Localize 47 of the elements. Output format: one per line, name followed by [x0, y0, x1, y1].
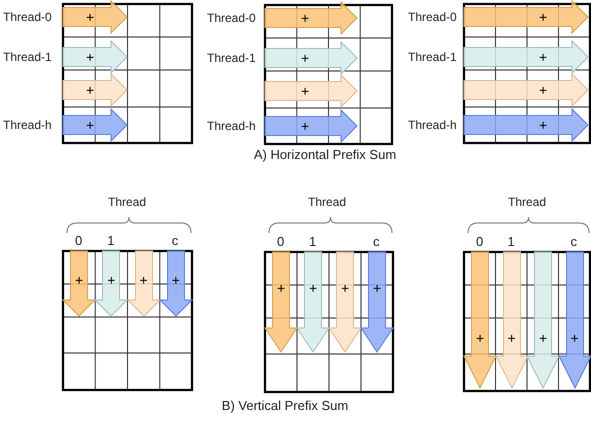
plus-sign: + [277, 281, 286, 295]
plus-sign: + [570, 331, 579, 345]
thread-label: 0 [277, 235, 284, 248]
thread-label: Thread-1 [207, 52, 256, 64]
group-label: Thread [508, 196, 546, 208]
plus-sign: + [301, 11, 310, 25]
plus-sign: + [373, 281, 382, 295]
plus-sign: + [107, 273, 116, 287]
plus-sign: + [539, 118, 548, 132]
thread-label: Thread-0 [207, 12, 256, 24]
caption: A) Horizontal Prefix Sum [254, 148, 396, 161]
thread-label: Thread-h [207, 120, 256, 132]
thread-label: c [570, 235, 577, 248]
caption: B) Vertical Prefix Sum [222, 399, 348, 412]
plus-sign: + [508, 331, 516, 345]
plus-sign: + [86, 118, 94, 132]
plus-sign: + [309, 281, 318, 295]
plus-sign: + [476, 331, 484, 345]
thread-label: 1 [508, 235, 515, 248]
thread-label: Thread-0 [408, 11, 457, 23]
thread-label: 0 [476, 235, 484, 248]
plus-sign: + [172, 273, 180, 287]
group-label: Thread [108, 196, 146, 208]
plus-sign: + [539, 50, 548, 64]
thread-label: Thread-0 [3, 11, 52, 23]
thread-label: c [373, 235, 380, 248]
thread-label: 1 [309, 235, 316, 248]
plus-sign: + [75, 273, 84, 287]
plus-sign: + [86, 50, 94, 64]
thread-label: 0 [75, 234, 82, 247]
plus-sign: + [301, 51, 310, 65]
plus-sign: + [301, 84, 310, 98]
thread-label: Thread-h [408, 119, 457, 131]
plus-sign: + [301, 119, 310, 133]
plus-sign: + [86, 83, 94, 97]
thread-label: c [172, 234, 178, 247]
group-label: Thread [308, 196, 346, 208]
plus-sign: + [539, 331, 548, 345]
plus-sign: + [539, 10, 548, 24]
thread-label: 1 [107, 234, 114, 247]
plus-sign: + [341, 281, 350, 295]
plus-sign: + [140, 273, 148, 287]
thread-label: Thread-h [3, 119, 52, 131]
plus-sign: + [539, 83, 548, 97]
thread-label: Thread-1 [408, 51, 457, 63]
plus-sign: + [86, 10, 94, 24]
thread-label: Thread-1 [3, 51, 52, 63]
